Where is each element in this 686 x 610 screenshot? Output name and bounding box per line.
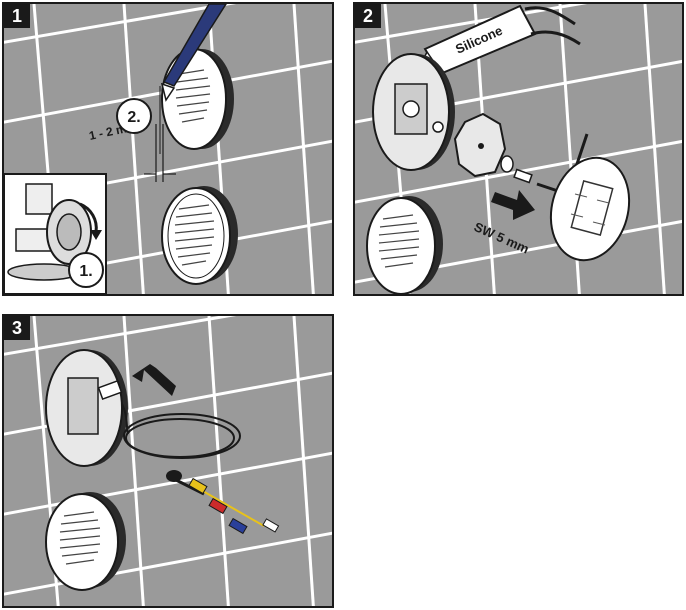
direction-arrow [491,190,535,220]
step-number-badge: 1 [4,4,30,28]
step-number-badge: 3 [4,316,30,340]
upper-cover-plate [161,48,234,150]
step-number-badge: 2 [355,4,381,28]
svg-text:1.: 1. [79,263,92,280]
step-2-illustration: Silicone SW 5 mm [355,4,682,294]
wall-mounting-box [372,53,455,171]
cover-plate-with-label [549,156,631,262]
lower-cover-plate [161,186,238,285]
wall-mounting-box [45,349,128,467]
cable-coil [121,403,241,459]
scraper-tool [159,4,227,154]
panel-step-1: 1 [2,2,334,296]
silicone-tube [415,4,581,76]
lower-cover-plate [45,492,126,591]
wrench-size-label: SW 5 mm [472,219,532,257]
panel-step-2: 2 Silicone [353,2,684,296]
step-3-illustration [4,316,332,606]
gap-dimension-marker [144,124,176,182]
callout-1: 1. [68,252,104,288]
connector-with-wires [166,470,280,535]
octagonal-adapter-plate [453,112,507,178]
direction-arrow [132,364,176,396]
step-1-illustration: 1 - 2 mm 2. [4,4,332,294]
screw-and-washer [500,155,533,184]
lower-cover-plate [366,196,443,294]
svg-text:2.: 2. [127,109,140,126]
panel-step-3: 3 [2,314,334,608]
callout-2: 2. [116,98,152,134]
